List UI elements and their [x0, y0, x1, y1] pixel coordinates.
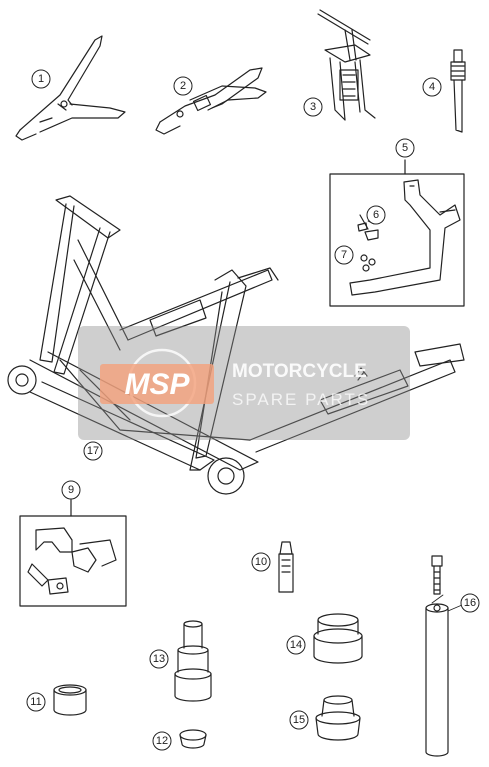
svg-text:7: 7 [341, 249, 347, 261]
callout-17: 17 [83, 441, 103, 461]
stepped-cup-14 [313, 613, 363, 664]
svg-text:13: 13 [153, 653, 165, 665]
svg-text:11: 11 [30, 696, 41, 708]
svg-text:14: 14 [290, 639, 302, 651]
tube-with-bolt-16 [425, 555, 449, 757]
stepped-sleeve-13 [174, 620, 212, 702]
watermark-line1: MOTORCYCLE [232, 361, 367, 382]
callout-14: 14 [286, 635, 306, 655]
hex-bit-10 [278, 541, 294, 593]
tool-kit-box-9 [19, 499, 127, 607]
puller-tool-3 [317, 9, 376, 121]
svg-text:17: 17 [87, 445, 99, 457]
pliers-tool-1 [15, 35, 126, 141]
callout-13: 13 [149, 649, 169, 669]
clamp-pliers-tool-2 [155, 67, 267, 135]
watermark-panel [78, 326, 410, 440]
stepped-cup-15 [315, 695, 361, 741]
svg-text:9: 9 [68, 484, 74, 496]
callout-10: 10 [251, 552, 271, 572]
watermark-brand-box [100, 364, 214, 404]
svg-text:15: 15 [293, 714, 305, 726]
svg-text:5: 5 [402, 142, 408, 154]
svg-text:16: 16 [464, 597, 476, 609]
callout-3: 3 [303, 97, 323, 117]
watermark-brand: MSP [124, 368, 190, 401]
callout-4: 4 [422, 77, 442, 97]
callout-9: 9 [61, 480, 81, 500]
callout-11: 11 [26, 692, 46, 712]
svg-text:10: 10 [255, 556, 267, 568]
paddock-stand-17 [7, 195, 465, 495]
ring-11 [53, 684, 87, 716]
callout-7: 7 [334, 245, 354, 265]
cap-12 [179, 729, 207, 749]
svg-text:12: 12 [156, 735, 168, 747]
callout-16: 16 [460, 593, 480, 613]
svg-text:6: 6 [373, 209, 379, 221]
svg-text:2: 2 [180, 80, 186, 92]
callout-5: 5 [395, 138, 415, 158]
callout-6: 6 [366, 205, 386, 225]
svg-text:1: 1 [38, 73, 44, 85]
callouts-layer: 1 2 3 4 5 6 7 9 10 11 12 13 14 15 16 17 [26, 69, 480, 751]
callout-2: 2 [173, 76, 193, 96]
watermark-line2: SPARE PARTS [232, 390, 370, 409]
callout-12: 12 [152, 731, 172, 751]
callout-15: 15 [289, 710, 309, 730]
svg-text:3: 3 [310, 101, 316, 113]
bracket-kit-box-5 [329, 159, 465, 307]
watermark: MSP MOTORCYCLE SPARE PARTS [78, 326, 410, 440]
svg-text:4: 4 [429, 81, 435, 93]
callout-1: 1 [31, 69, 51, 89]
small-tool-4 [450, 49, 466, 133]
